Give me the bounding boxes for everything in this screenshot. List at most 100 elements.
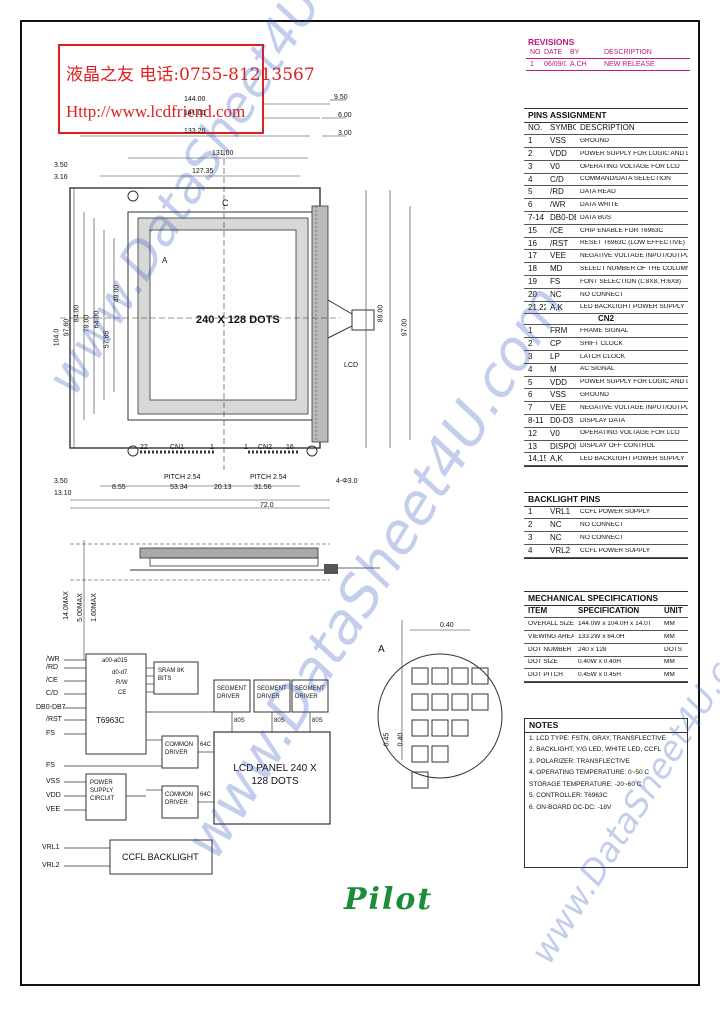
dim-top-2: 133.20	[184, 128, 206, 135]
table-cell: VSS	[550, 137, 567, 146]
table-cell: LP	[550, 352, 560, 361]
sram-label: SRAM 8K BITS	[158, 668, 185, 682]
table-cell: 4	[528, 365, 533, 374]
table-cell: OVERALL SIZE	[528, 620, 574, 627]
table-cell: 15	[528, 226, 537, 235]
table-cell: NEGATIVE VOLTAGE INPUT/OUTPUT	[580, 404, 688, 411]
table-cell: VEE	[550, 404, 567, 413]
table-cell: MD	[550, 265, 563, 274]
table-cell: DOT PITCH	[528, 672, 563, 679]
rev-col-desc: DESCRIPTION	[604, 48, 652, 56]
table-cell: 2	[528, 521, 533, 530]
seg-driver-1: SEGMENT DRIVER	[217, 686, 247, 700]
rev-col-no: NO.	[530, 48, 540, 56]
com-label-1: 64C	[200, 742, 212, 748]
table-cell: A,K	[550, 303, 563, 312]
com-driver-2: COMMON DRIVER	[165, 792, 193, 806]
pitch2-label: PITCH 2.54	[250, 474, 287, 481]
table-cell: 21,22	[528, 303, 546, 312]
table-row: 13DISPOFFDISPLAY OFF CONTROL	[524, 441, 688, 454]
table-cell: VSS	[550, 391, 567, 400]
table-cell: 16	[528, 239, 537, 248]
table-cell: /RST	[550, 239, 569, 248]
dim-left-0: 3.50	[54, 162, 68, 169]
corner-label: A	[162, 256, 168, 265]
table-cell: GROUND	[580, 392, 609, 399]
table-cell: 18	[528, 265, 537, 274]
dim-top-3: 131.00	[212, 150, 234, 157]
table-cell: /RD	[550, 188, 564, 197]
rev-by: A.CH	[570, 60, 587, 68]
table-cell: NC	[550, 521, 562, 530]
mech-col-unit: UNIT	[664, 607, 683, 616]
table-cell: NO CONNECT	[580, 521, 624, 528]
rev-col-date: DATE	[544, 48, 563, 56]
notes-box: NOTES 1. LCD TYPE: FSTN, GRAY, TRANSFLEC…	[524, 718, 688, 868]
table-cell: DOT SIZE	[528, 659, 558, 666]
drawing-frame	[20, 20, 700, 986]
seg-driver-3: SEGMENT DRIVER	[295, 686, 325, 700]
table-cell: NO CONNECT	[580, 291, 624, 298]
table-cell: NC	[550, 290, 562, 299]
table-cell: DOTS	[664, 646, 683, 653]
table-cell: 1	[528, 137, 533, 146]
mech-col-spec: SPECIFICATION	[578, 607, 640, 616]
notes-title: NOTES	[525, 719, 687, 733]
table-cell: C/D	[550, 175, 564, 184]
stamp-url[interactable]: Http://www.lcdfriend.com	[66, 102, 246, 121]
lcd-label: LCD	[344, 362, 359, 369]
table-cell: 6	[528, 391, 533, 400]
detail-dim-left2: 0.40	[397, 732, 405, 747]
table-cell: GROUND	[580, 137, 609, 144]
table-cell: CP	[550, 340, 562, 349]
table-cell: VRL1	[550, 508, 571, 517]
table-cell: NO CONNECT	[580, 534, 624, 541]
table-cell: DB0-DB7	[550, 213, 576, 222]
table-cell: FRAME SIGNAL	[580, 328, 629, 335]
seg-label-1: 80S	[234, 718, 245, 724]
table-cell: VEE	[550, 252, 567, 261]
table-cell: 2	[528, 340, 533, 349]
table-cell: SELECT NUMBER OF THE COLUMNS	[580, 265, 688, 272]
com-label-2: 64C	[200, 792, 212, 798]
detail-dim-left: 0.45	[383, 732, 391, 747]
table-cell: NEGATIVE VOLTAGE INPUT/OUTPUT	[580, 253, 688, 260]
mech-col-item: ITEM	[528, 607, 548, 616]
table-row: 2 NC NO CONNECT	[524, 519, 688, 533]
side-dim-1: 5.00MAX	[76, 593, 84, 622]
dim-top-4: 127.35	[192, 168, 214, 175]
detail-label: A	[378, 644, 385, 655]
seg-label-2: 80S	[274, 718, 285, 724]
sig-rst: /RST	[46, 716, 62, 723]
cn2-label: CN2	[258, 444, 273, 451]
table-cell: POWER SUPPLY FOR LOGIC AND LCD	[580, 150, 688, 157]
table-cell: FONT SELECTION (L:8X8, H:6X8)	[580, 278, 682, 285]
table-cell: A,K	[550, 455, 563, 464]
pins-col-no: NO.	[528, 124, 543, 133]
dim-top-1: 141.00	[184, 110, 206, 117]
table-cell: DATA BUS	[580, 214, 612, 221]
table-cell: 144.0W x 104.0H x 14.0T	[578, 620, 652, 627]
table-cell: POWER SUPPLY FOR LOGIC AND LCD	[580, 379, 688, 386]
table-cell: 1	[528, 327, 533, 336]
table-cell: 3	[528, 162, 533, 171]
table-cell: 240 x 128	[578, 646, 607, 653]
pins-col-symbol: SYMBOL	[550, 124, 576, 133]
table-cell: 4	[528, 546, 533, 555]
dim-bottom-3: 53.34	[170, 484, 188, 491]
